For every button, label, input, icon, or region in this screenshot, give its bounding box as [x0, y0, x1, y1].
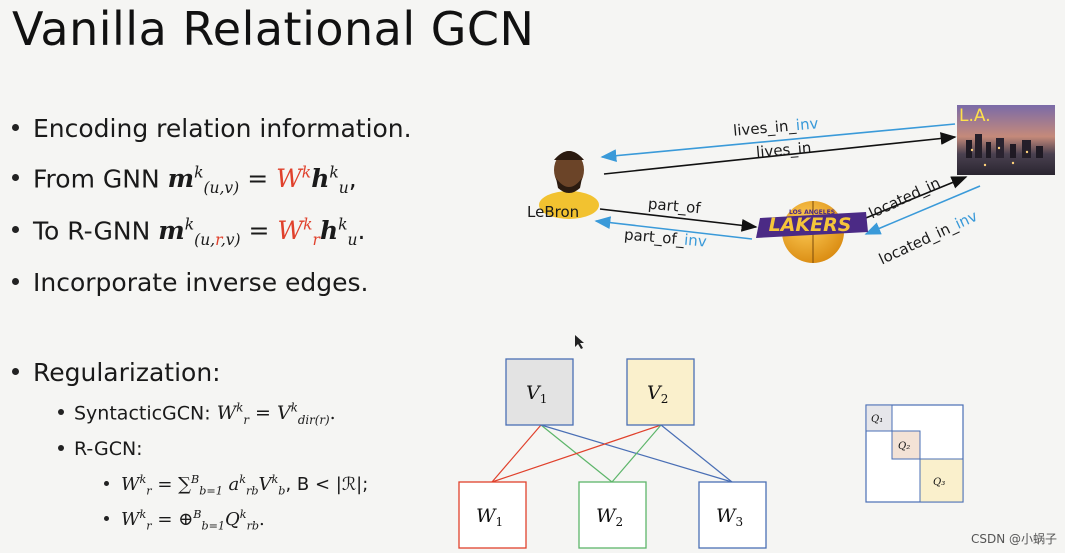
- bullet-dot: [12, 123, 19, 131]
- bullet-to-rgnn: To R-GNN mk(u,r,v) = Wkrhku.: [12, 216, 365, 249]
- rgnn-equation: mk(u,r,v) = Wkrhku.: [158, 216, 366, 250]
- matrix-w1: [458, 481, 527, 549]
- lakers-wordmark: LAKERS: [769, 214, 852, 236]
- syntactic-equation: Wkr = Vkdir(r).: [216, 401, 336, 428]
- watermark: CSDN @小蜗子: [970, 532, 1057, 546]
- w1-label: W1: [476, 505, 503, 529]
- bullet-dot: [12, 277, 19, 285]
- edge-located-in-inv: [864, 185, 981, 235]
- matrix-v1: [505, 358, 574, 426]
- bullet-dot: [12, 173, 19, 181]
- v2-label: V2: [647, 382, 668, 406]
- block-q1: [865, 404, 893, 432]
- bullet-dot: [58, 444, 64, 451]
- edge-lives-in: [603, 132, 957, 175]
- lakers-logo: LAKERS LOS ANGELES: [756, 201, 868, 263]
- gnn-equation: mk(u,v) = Wkhku,: [167, 164, 357, 198]
- q2-label: Q₂: [898, 441, 910, 452]
- mouse-cursor-icon: [575, 335, 584, 349]
- bullet-dot: [12, 367, 19, 375]
- bullet-dot: [104, 515, 109, 521]
- bullet-inverse-edges: Incorporate inverse edges.: [12, 268, 369, 297]
- link-v1-w1: [491, 424, 542, 483]
- bullet-encoding: Encoding relation information.: [12, 114, 412, 143]
- q1-label: Q₁: [871, 414, 883, 425]
- lebron-photo: [538, 143, 600, 219]
- bullet-dot: [104, 480, 109, 486]
- sub-syntacticgcn: SyntacticGCN: Wkr = Vkdir(r).: [58, 401, 336, 427]
- edge-lives-in-inv: [600, 123, 956, 163]
- matrix-v2: [626, 358, 695, 426]
- q3-label: Q₃: [933, 477, 945, 488]
- lebron-label: LeBron: [527, 203, 580, 221]
- matrix-w3: [698, 481, 767, 549]
- link-v2-w2: [611, 424, 662, 483]
- matrix-w2: [578, 481, 647, 549]
- w2-label: W2: [596, 505, 623, 529]
- bullet-dot: [58, 408, 64, 415]
- block-q3: [919, 458, 964, 503]
- bullet-dot: [12, 225, 19, 233]
- la-photo: [957, 105, 1055, 175]
- edge-located-in: [855, 176, 968, 223]
- edge-part-of: [599, 208, 758, 232]
- rgcn-block-equation: Wkr = ⊕Bb=1Qkrb.: [104, 508, 265, 533]
- sub-rgcn: R-GCN:: [58, 438, 143, 460]
- bullet-from-gnn: From GNN mk(u,v) = Wkhku,: [12, 164, 357, 197]
- link-v2-w3: [660, 424, 733, 483]
- v1-label: V1: [526, 382, 547, 406]
- w3-label: W3: [716, 505, 743, 529]
- link-v2-w1: [491, 424, 662, 483]
- edge-part-of-inv: [594, 216, 753, 240]
- rgcn-basis-equation: Wkr = ∑Bb=1 akrbVkb, B < |ℛ|;: [104, 473, 368, 498]
- bullet-regularization: Regularization:: [12, 358, 221, 387]
- lakers-city-text: LOS ANGELES: [789, 209, 835, 216]
- slide-title: Vanilla Relational GCN: [12, 2, 535, 56]
- la-label: L.A.: [959, 106, 991, 126]
- block-q2: [891, 430, 921, 460]
